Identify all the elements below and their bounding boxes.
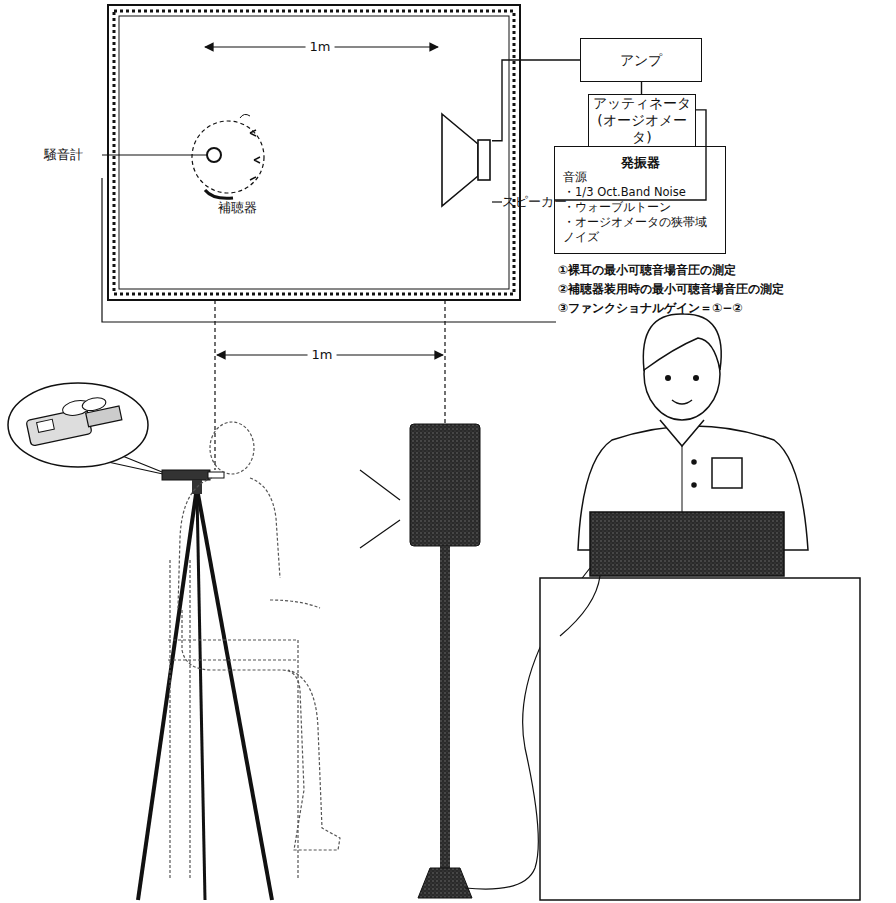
tripod-meter — [138, 470, 272, 900]
procedure-note: ③ファンクショナルゲイン＝①−② — [558, 300, 743, 316]
meter-label: 騒音計 — [44, 147, 83, 163]
signal-wire — [492, 60, 580, 141]
speaker-symbol: スピーカー — [440, 112, 492, 208]
speaker-label: スピーカー — [502, 193, 567, 210]
seated-person — [168, 422, 340, 880]
leader-line — [102, 178, 556, 322]
projection-line — [444, 300, 445, 430]
attenuator-box: アッティネータ (オージオメータ) — [588, 94, 696, 147]
meter-callout — [8, 383, 172, 476]
speaker-outline — [440, 112, 492, 208]
hearing-aid-label: 補聴器 — [218, 200, 257, 216]
meter-symbol — [102, 114, 264, 198]
dimension-label: 1m — [306, 39, 335, 55]
signal-wire — [554, 110, 706, 200]
signal-wire — [641, 82, 642, 94]
dimension-label: 1m — [308, 347, 337, 363]
oscillator-text: 発振器 — [563, 155, 717, 170]
oscillator-box: 発振器音源・1/3 Oct.Band Noise・ウォーブルトーン・オージオメー… — [554, 146, 726, 254]
amplifier-box: アンプ — [580, 38, 702, 82]
oscillator-text: 音源 — [563, 170, 717, 185]
procedure-note: ①裸耳の最小可聴音場音圧の測定 — [558, 262, 736, 278]
oscillator-text: ・ウォーブルトーン — [563, 200, 717, 215]
amplifier-label: アンプ — [620, 52, 662, 69]
leader-line — [492, 201, 502, 202]
test-room — [108, 5, 520, 300]
projection-line — [214, 300, 215, 470]
operator — [540, 314, 860, 900]
oscillator-text: ・オージオメータの狭帯域ノイズ — [563, 215, 717, 245]
attenuator-label: アッティネータ (オージオメータ) — [589, 95, 695, 146]
oscillator-text: ・1/3 Oct.Band Noise — [563, 185, 717, 200]
procedure-note: ②補聴器装用時の最小可聴音場音圧の測定 — [558, 281, 784, 297]
